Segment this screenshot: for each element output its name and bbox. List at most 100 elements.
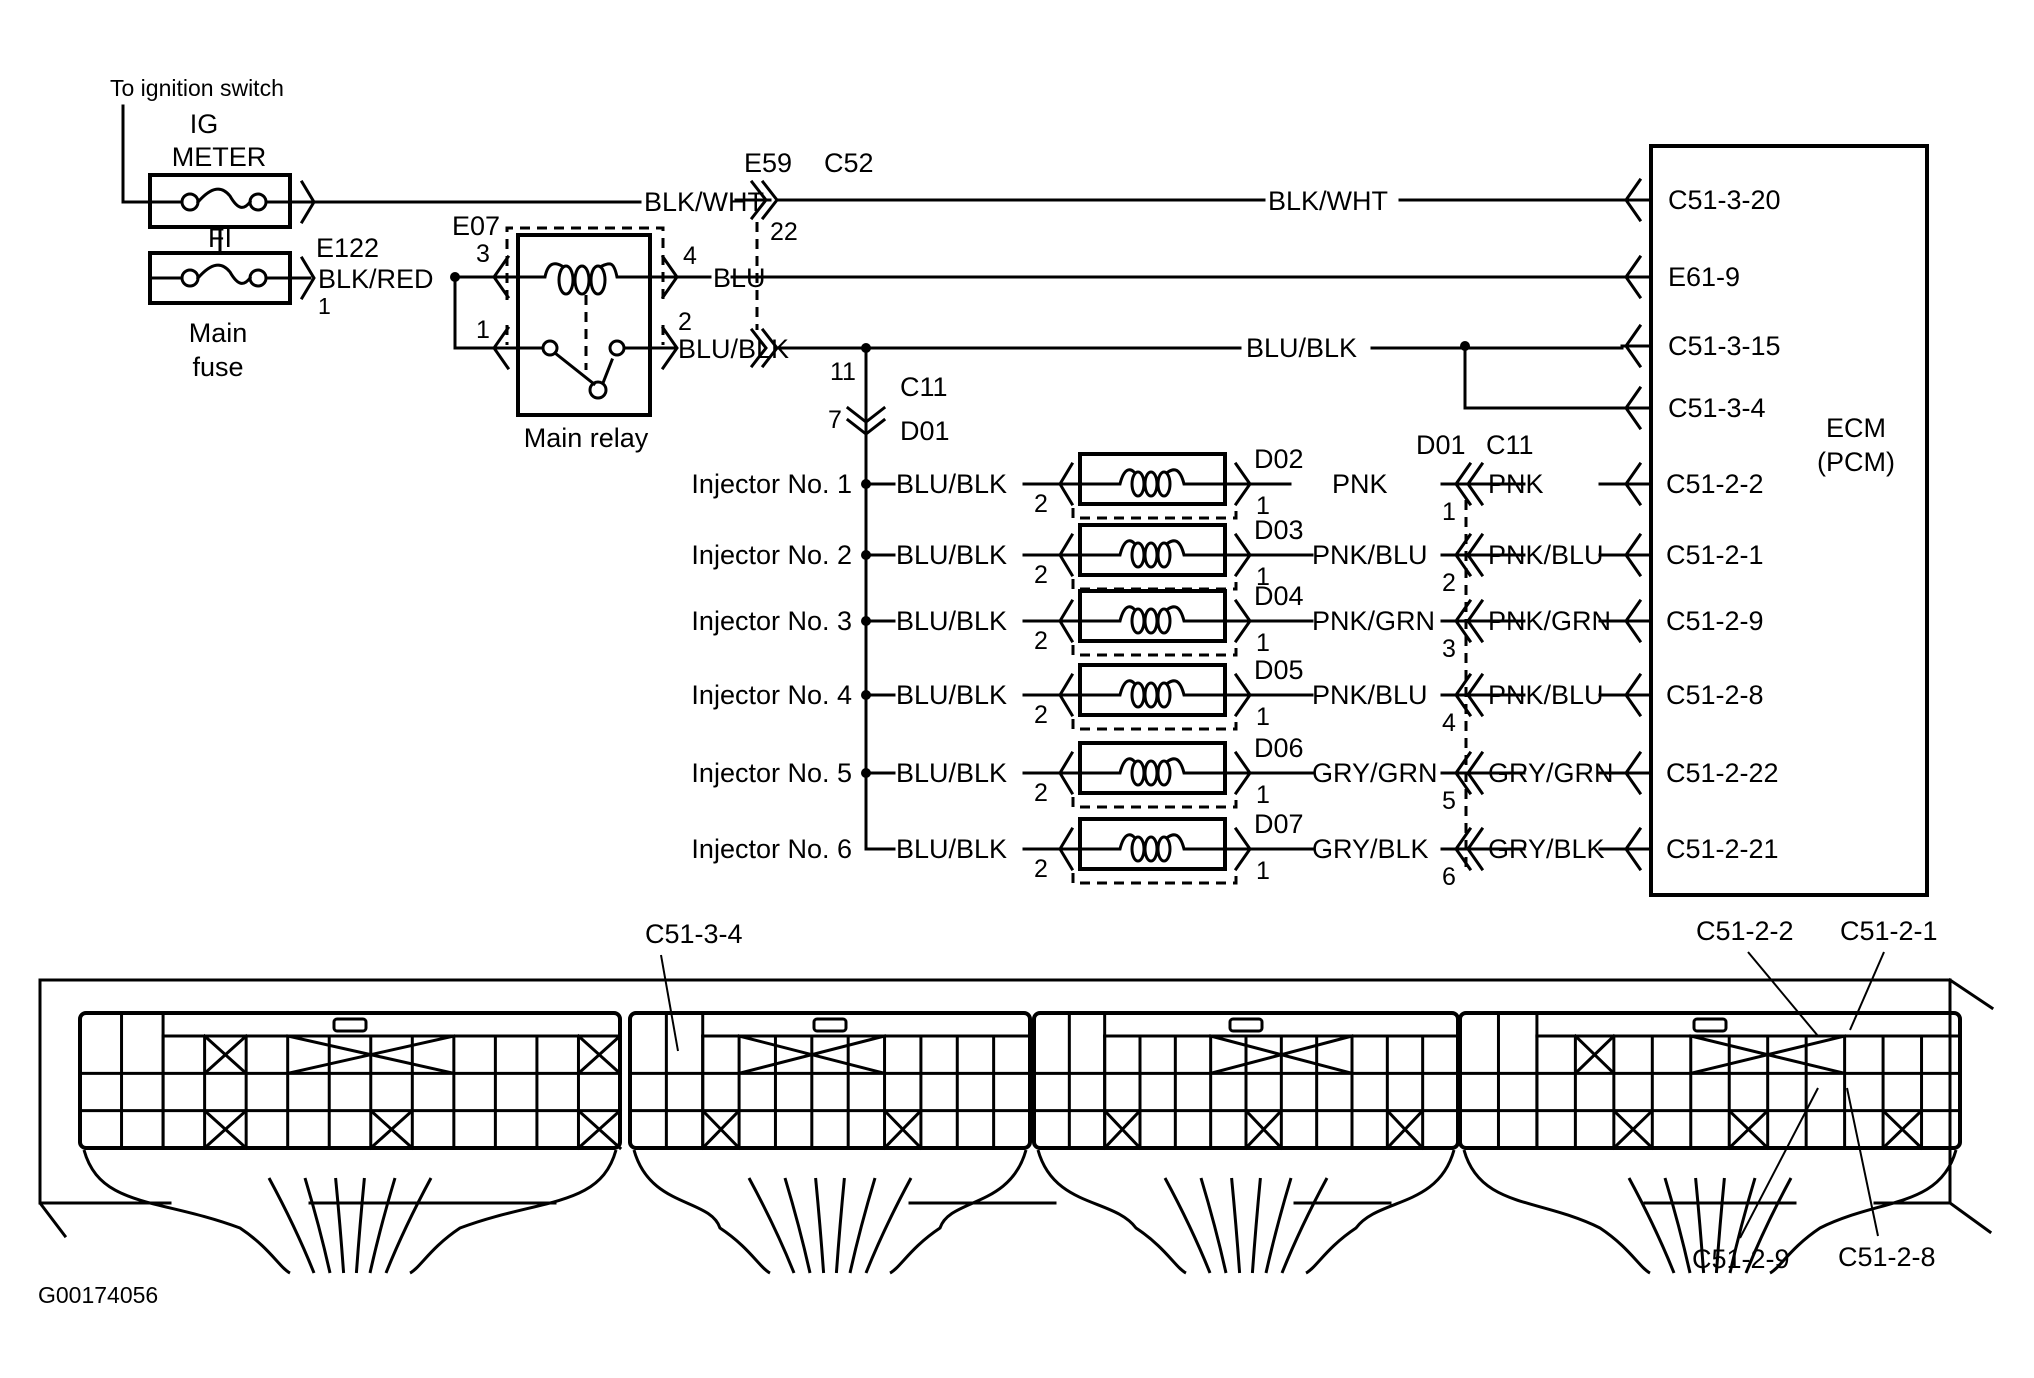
injector-coil-loop [1143,759,1159,787]
wire-harness-outline [889,1149,1028,1275]
ig-fuse-label: IG [190,109,219,139]
injector-connector-outline [1071,869,1238,885]
ig-meter-fuse [148,173,292,229]
blu-blk-label-2: BLU/BLK [1246,333,1357,363]
connector-block [1458,1011,1962,1275]
ecm-connector-face-view [38,977,1995,1275]
harness-wire [1714,1177,1726,1274]
harness-wire [1744,1177,1793,1274]
injector-body [1078,523,1227,577]
wire-harness-outline [1462,1149,1651,1275]
feed-wire-label: BLU/BLK [896,758,1007,788]
connector-callouts: C51-3-4 C51-2-2 C51-2-1 C51-2-9 C51-2-8 [645,916,1938,1274]
injector-body [1078,589,1227,643]
callout-c51-2-1: C51-2-1 [1840,916,1938,946]
callout-leader [1849,951,1885,1031]
relay-pin2-connector [660,325,679,371]
pin-22-label: 22 [770,218,798,246]
wire-harness-outline [409,1149,618,1275]
c11-pin-label: 5 [1442,787,1456,815]
injector-pin2-connector [1058,598,1075,644]
ecm-pin-label: C51-2-21 [1666,834,1779,864]
injector-out-wire-label: GRY/BLK [1312,834,1429,864]
wire-harness-outline [1769,1149,1958,1275]
pin-in-label: 2 [1034,701,1048,729]
injector-body [1078,452,1227,506]
connector-block-body [1458,1011,1962,1150]
injector-connector-label: D06 [1254,733,1304,763]
relay-pin-4: 4 [683,242,697,270]
connector-block [1032,1011,1460,1275]
injector-connector-outline [1071,715,1238,731]
harness-wire [354,1177,366,1274]
ecm-pin-connector [1624,826,1643,872]
blocked-cavity-mark [1880,1108,1924,1151]
coil-out [599,262,677,279]
top-wires: E59 C52 22 BLK/WHT BLU/BLK 11 C11 7 D01 [730,148,1624,850]
harness-wire [1694,1177,1706,1274]
blocked-cavity-mark [1385,1108,1425,1151]
ecm-pin-connector [1624,177,1643,223]
blocked-cavity-mark [368,1108,415,1151]
injector-label: Injector No. 4 [691,680,852,710]
figure-id: G00174056 [38,1282,158,1308]
injector-coil-loop [1143,541,1159,569]
blocked-cavity-mark [1727,1108,1770,1151]
e07-label: E07 [452,211,500,241]
ecm-pin-connector [1624,461,1643,507]
c11-pin-label: 6 [1442,863,1456,891]
connector-block-body [78,1011,622,1150]
pin-7-label: 7 [828,406,842,434]
meter-fuse-label: METER [172,142,267,172]
ecm-pin: C51-3-15 [1620,323,1781,369]
harness-wire [814,1177,826,1274]
injector-coil-loop [1143,835,1159,863]
blk-red-label: BLK/RED [318,264,434,294]
harness-wire [834,1177,846,1274]
relay-pin-1: 1 [476,316,490,344]
pin-out-label: 1 [1256,781,1270,809]
injector-coil-loop [1130,607,1146,635]
injector-body [1078,817,1227,871]
blocked-cavity-mark [1243,1108,1284,1151]
ecm-wire-label: PNK [1488,469,1544,499]
harness-wire [1199,1177,1228,1274]
harness-wire [303,1177,332,1274]
e122-pin-label: 1 [318,293,331,319]
callout-leader [1846,1087,1879,1237]
harness-wire [368,1177,397,1274]
pin-in-label: 2 [1034,490,1048,518]
harness-wire [864,1177,913,1274]
switch-contact [608,339,626,357]
blocked-cavity-mark [576,1033,623,1076]
ecm-pin-label: C51-2-22 [1666,758,1779,788]
power-section: To ignition switch IG METER BLK/WHT FI E… [110,75,764,382]
harness-wire [848,1177,877,1274]
injector-connector-label: D04 [1254,581,1304,611]
callout-leader [660,954,679,1052]
pin-in-label: 2 [1034,627,1048,655]
injector-pin2-connector [1058,750,1075,796]
injector-label: Injector No. 6 [691,834,852,864]
blocked-cavity-mark [1102,1108,1143,1151]
c11-pin-label: 3 [1442,635,1456,663]
pin-out-label: 1 [1256,563,1270,591]
wire-harness-outline [1036,1149,1187,1275]
ecm-pin-label: C51-3-15 [1668,331,1781,361]
ecm-wire-label: GRY/BLK [1488,834,1605,864]
ecm-pin-label: E61-9 [1668,262,1740,292]
harness-wire [1663,1177,1692,1274]
injector-connector-outline [1071,504,1238,520]
ecm-title: ECM [1826,413,1886,443]
injector-coil-loop [1130,835,1146,863]
callout-c51-3-4: C51-3-4 [645,919,743,949]
injector-coil-loop [1156,681,1172,709]
coil-loop [557,264,575,296]
c11-group-c11-label: C11 [1486,430,1534,460]
harness-wire [783,1177,812,1274]
connector-latch [1228,1017,1264,1033]
